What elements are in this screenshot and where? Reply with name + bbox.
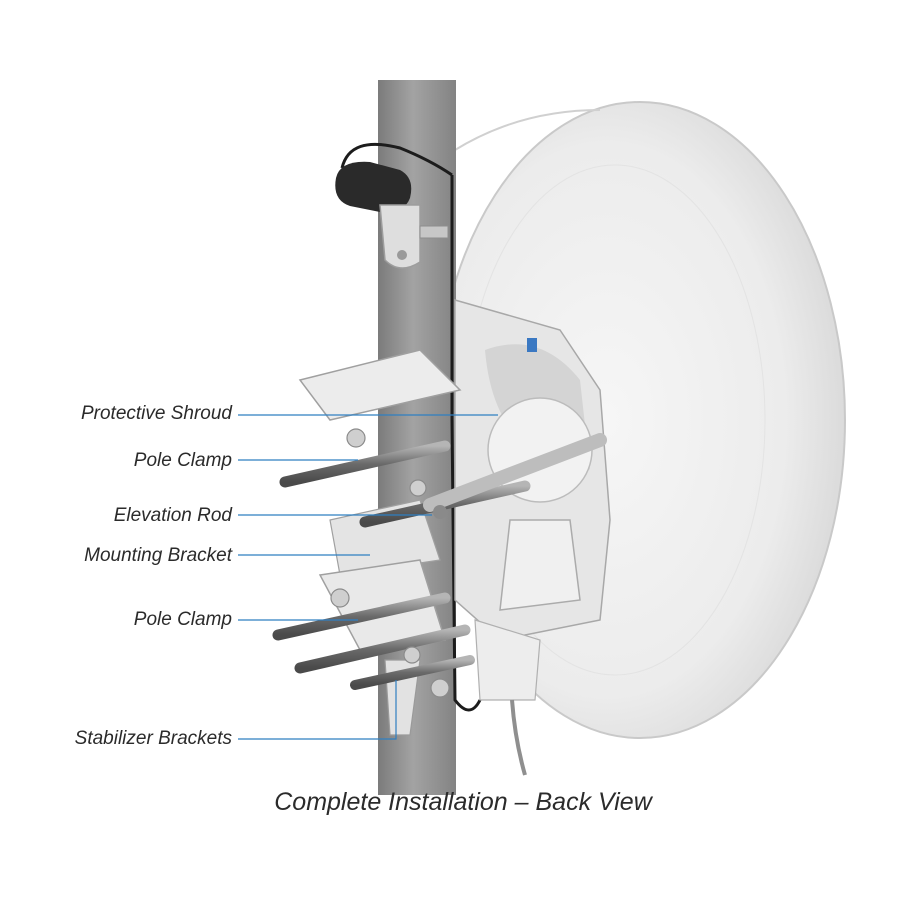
elevation-rod-shape bbox=[423, 433, 607, 512]
callout-stabilizer-brackets: Stabilizer Brackets bbox=[74, 728, 232, 749]
callout-pole-clamp-lower: Pole Clamp bbox=[133, 609, 232, 630]
figure-caption: Complete Installation – Back View bbox=[274, 788, 652, 816]
callout-pole-clamp-upper: Pole Clamp bbox=[133, 450, 232, 471]
callout-mounting-bracket: Mounting Bracket bbox=[84, 545, 232, 566]
hex-nuts bbox=[330, 428, 450, 698]
leader-lines bbox=[238, 414, 498, 740]
threaded-rods bbox=[272, 440, 531, 690]
callout-elevation-rod: Elevation Rod bbox=[113, 505, 232, 526]
callout-protective-shroud: Protective Shroud bbox=[80, 403, 232, 424]
power-cable bbox=[510, 699, 527, 776]
elevation-rod-nut bbox=[433, 505, 447, 519]
top-accessory bbox=[335, 142, 453, 269]
antenna-cable bbox=[450, 175, 482, 712]
